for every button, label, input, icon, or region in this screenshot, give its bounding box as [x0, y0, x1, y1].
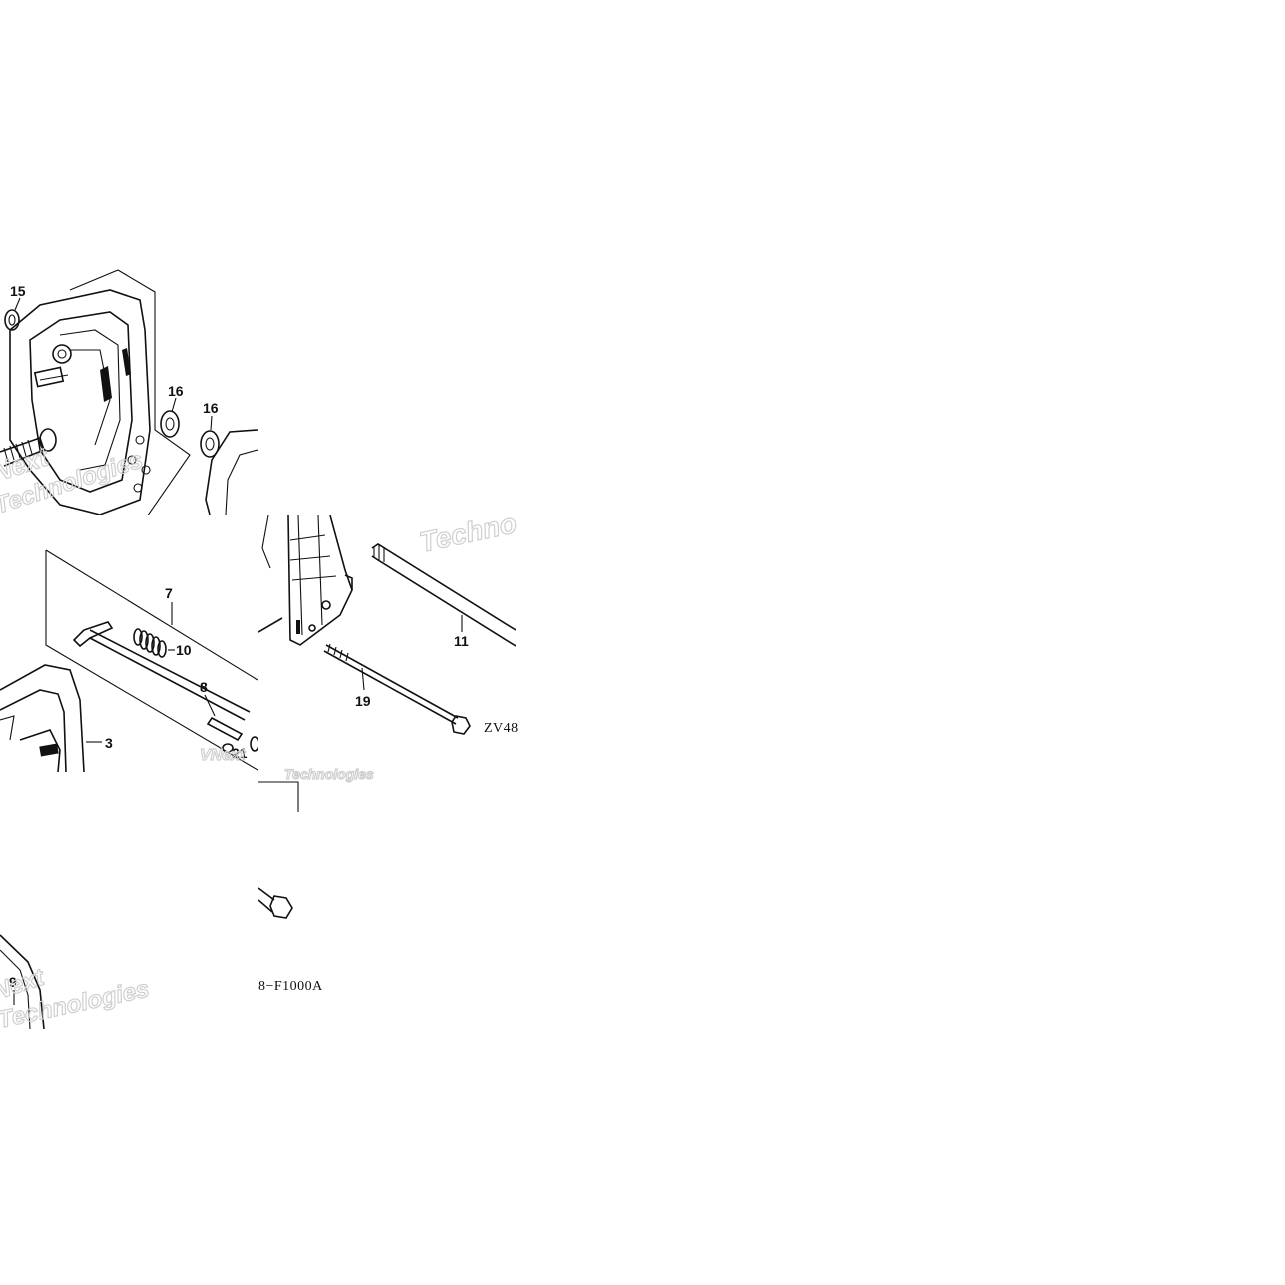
callout-8: 8: [200, 679, 208, 695]
callout-19: 19: [355, 693, 371, 709]
tile-bolt-ref: 8−F1000A Technologies: [258, 765, 375, 994]
spring-icon: [133, 628, 167, 658]
watermark-technologies-2: Technologies: [284, 766, 374, 782]
callout-7: 7: [165, 585, 173, 601]
tile-rod-spring: 7 10 8 3 21 VNext: [0, 549, 258, 772]
callout-9: 9: [9, 974, 17, 990]
callout-10: 10: [176, 642, 192, 658]
callout-11: 11: [454, 633, 469, 649]
callout-15: 15: [10, 283, 26, 299]
tile-lower-left: 9 Next Technologies: [0, 934, 152, 1034]
diagram-code-zv: ZV48: [484, 721, 519, 736]
tile-shaft-bolts: 11 19 ZV48 Techno: [258, 506, 520, 736]
callout-16-a: 16: [168, 383, 184, 399]
watermark-techno: Techno: [417, 507, 520, 558]
tile-bracket: 15 16 16 Next Technologies: [0, 269, 258, 520]
diagram-code-ref: 8−F1000A: [258, 979, 323, 994]
watermark-vnext: VNext: [200, 747, 246, 764]
callout-16-b: 16: [203, 400, 219, 416]
callout-21: 21: [232, 745, 248, 761]
callout-3: 3: [105, 735, 113, 751]
